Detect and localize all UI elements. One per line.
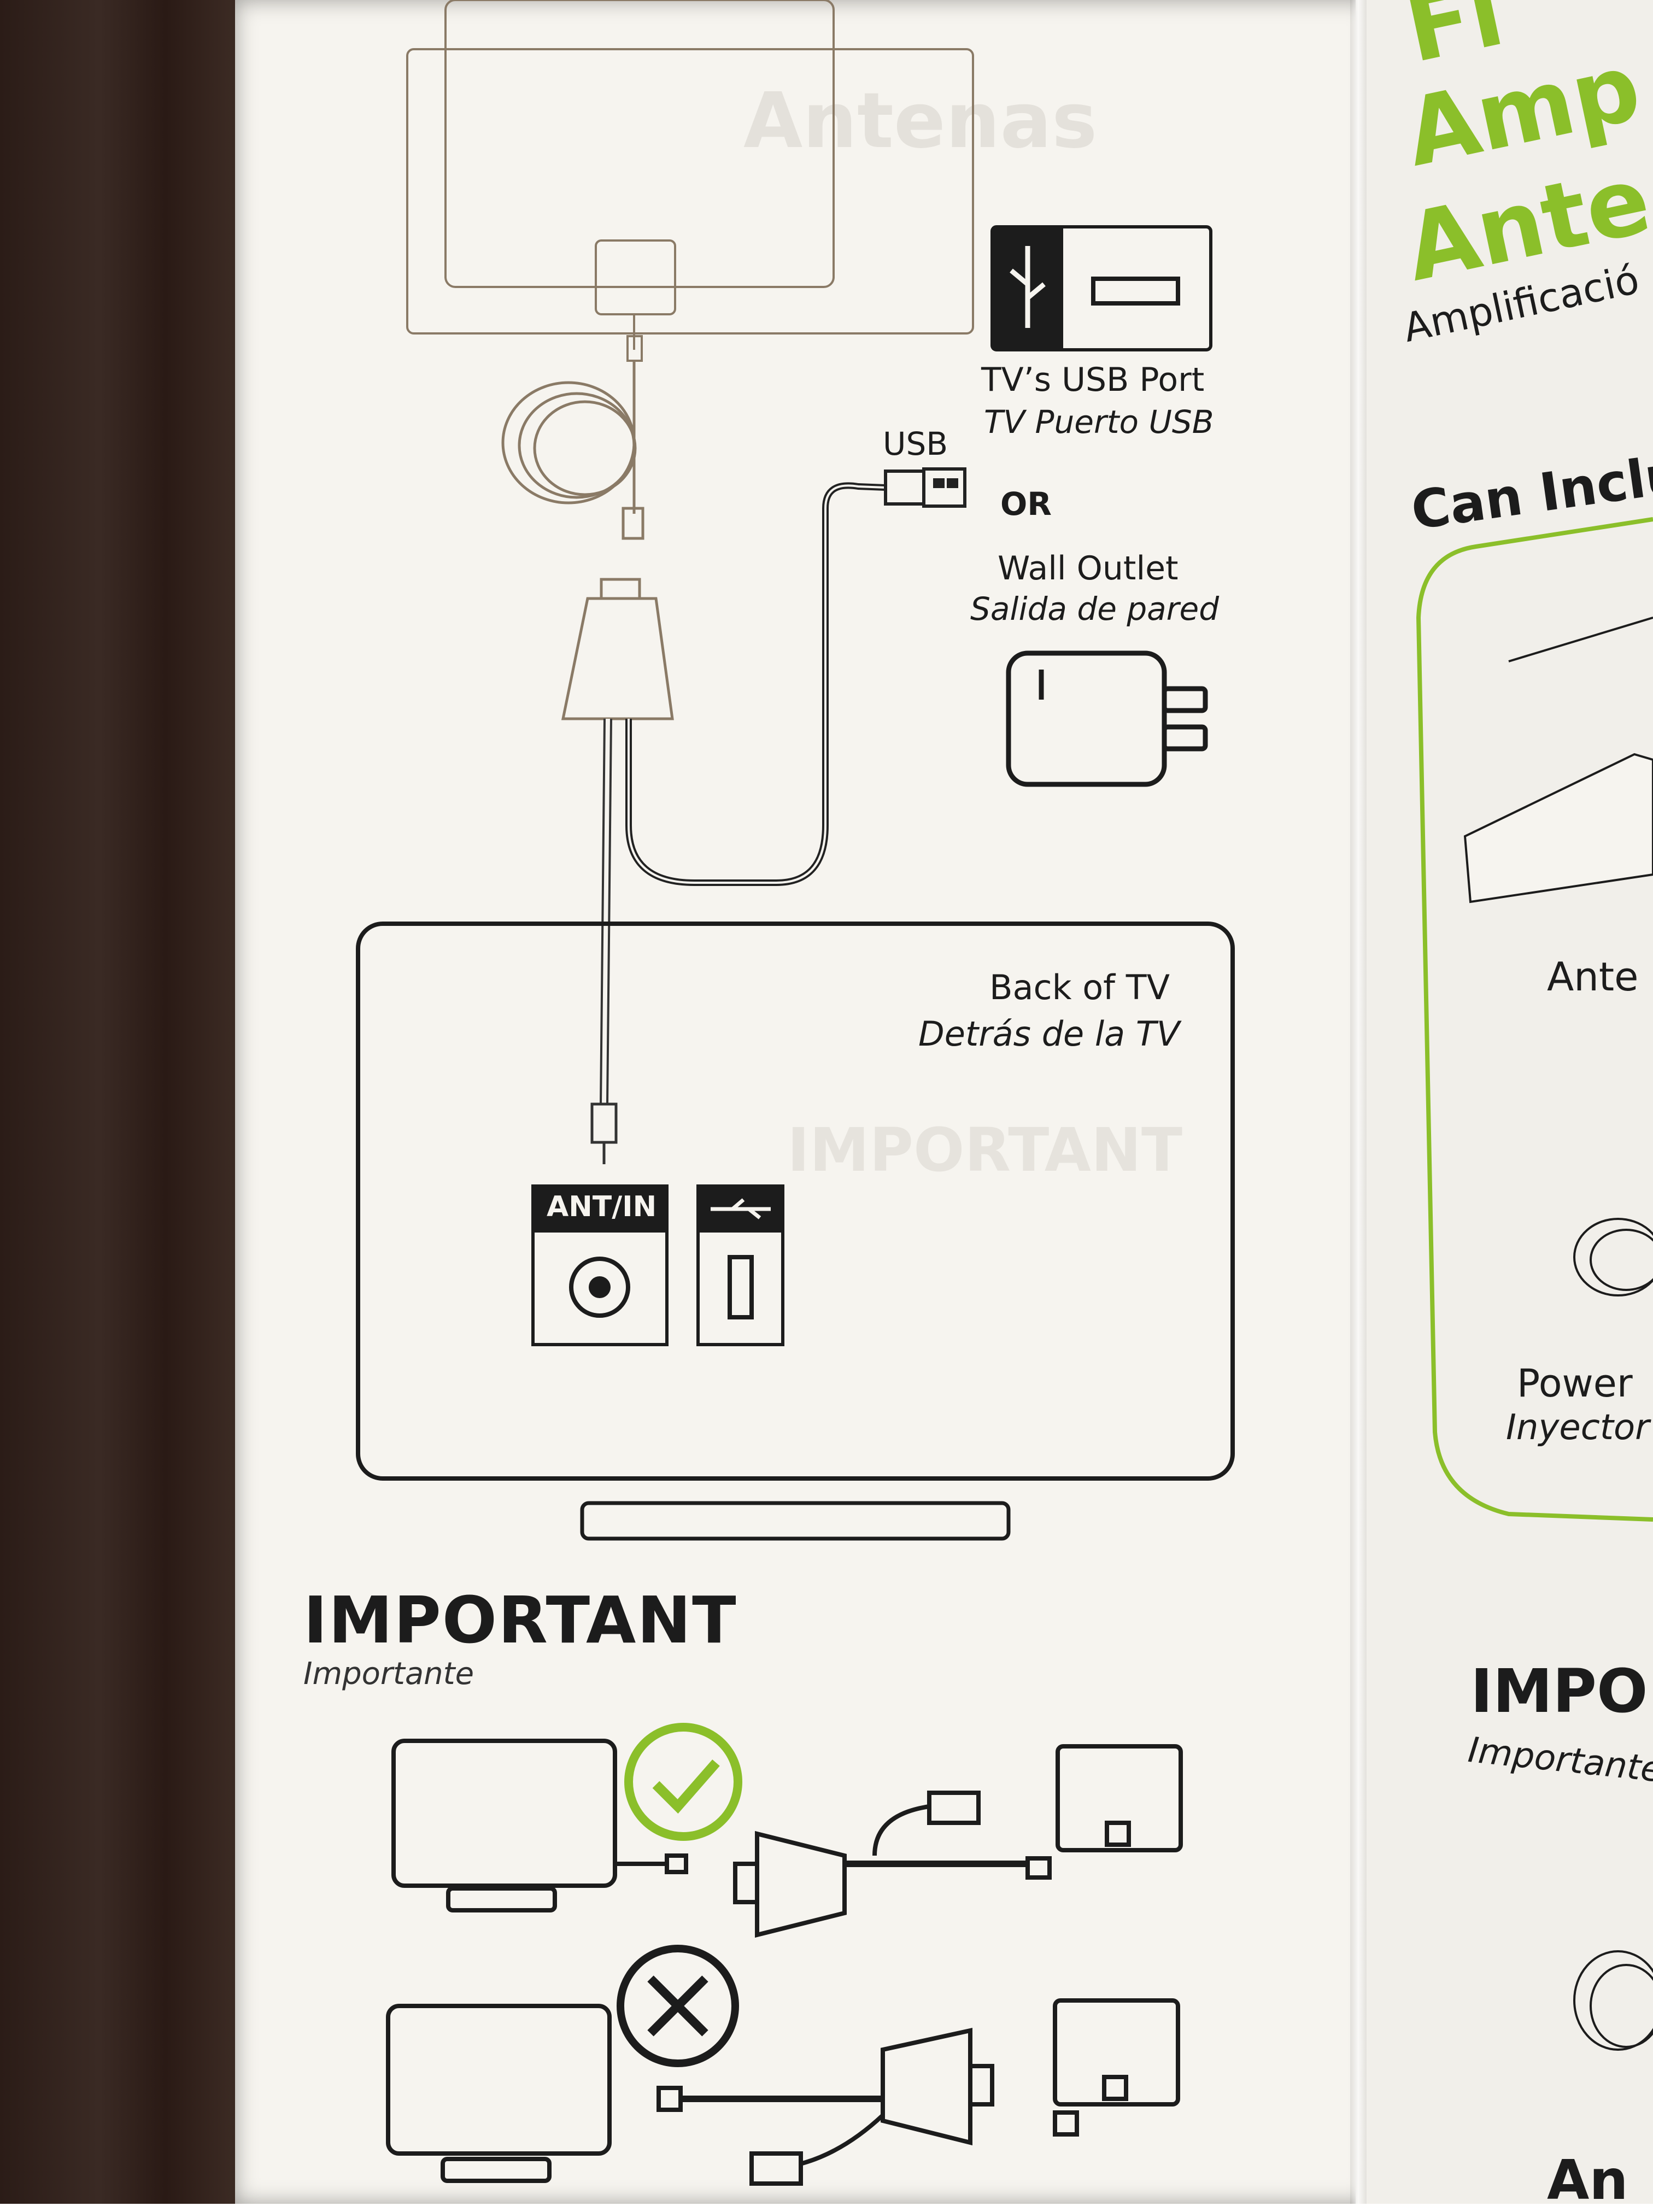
right-power-label: Power	[1517, 1361, 1633, 1406]
ant-in-port-icon	[531, 1184, 669, 1346]
antenna-panel-icon	[406, 0, 974, 362]
back-tv-title: Back of TV	[989, 967, 1170, 1007]
tv-usb-port-icon	[990, 225, 1212, 351]
wrong-setup-amplifier-icon	[656, 1998, 1180, 2186]
usb-plug-label: USB	[883, 425, 948, 462]
ant-in-label: ANT/IN	[547, 1190, 657, 1223]
paper-fold	[1350, 0, 1367, 2204]
tv-back-outline	[356, 922, 1235, 1481]
usb-plug-icon	[884, 467, 966, 508]
right-important-title: IMPO	[1470, 1656, 1648, 1726]
important-subtitle: Importante	[303, 1656, 474, 1692]
coiled-cable-icon	[501, 361, 644, 540]
right-panel-cable-icon	[1573, 1218, 1653, 2051]
tv-back-usb-port-icon	[696, 1184, 784, 1346]
amplifier-icon	[561, 578, 674, 720]
bleed-through-important: IMPORTANT	[787, 1115, 1183, 1185]
back-tv-subtitle: Detrás de la TV	[918, 1014, 1180, 1054]
wrong-setup-tv-icon	[386, 2004, 612, 2183]
instruction-sheet-right	[1356, 0, 1653, 2204]
wall-outlet-adapter-icon	[1006, 650, 1208, 787]
x-icon	[617, 1945, 739, 2067]
usb-port-title: TV’s USB Port	[981, 361, 1205, 399]
right-antenna-label: Ante	[1547, 954, 1639, 1000]
right-panel-green-frame	[1416, 517, 1653, 1522]
bleed-through-heading: Antenas	[743, 77, 1098, 166]
correct-setup-amplifier-icon	[733, 1744, 1183, 1938]
right-bottom-label: An	[1547, 2148, 1628, 2212]
important-title: IMPORTANT	[303, 1582, 737, 1658]
wall-outlet-subtitle: Salida de pared	[970, 590, 1220, 627]
tv-stand-icon	[580, 1501, 1011, 1541]
wall-outlet-title: Wall Outlet	[998, 549, 1179, 588]
check-icon	[624, 1723, 742, 1841]
right-power-subtitle: Inyector	[1506, 1407, 1650, 1448]
usb-port-subtitle: TV Puerto USB	[984, 403, 1214, 441]
coax-connector-icon	[590, 1102, 618, 1164]
or-label: OR	[1000, 485, 1052, 523]
correct-setup-tv-icon	[391, 1739, 688, 1912]
right-panel-product-icon	[1463, 617, 1653, 903]
